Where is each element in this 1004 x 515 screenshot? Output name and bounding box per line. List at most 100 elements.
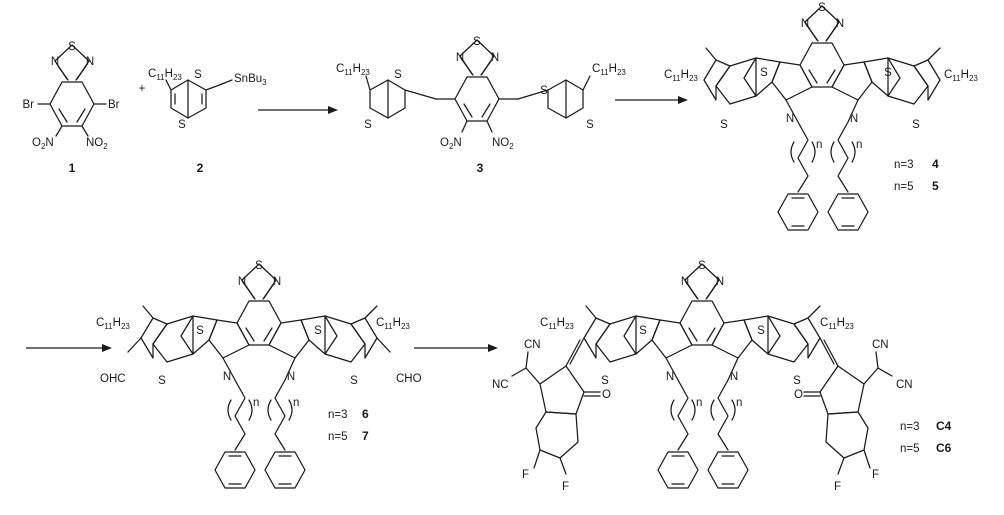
compound-c4-f-left-1-label: F (522, 469, 529, 481)
compound-6-s-thiadiazole-label: S (255, 260, 263, 272)
compound-c4-o-right-label: O (794, 389, 803, 401)
compound-6-alkyl-left-label: C11H23 (96, 317, 130, 331)
compound-6-s3-label: S (158, 375, 166, 387)
compound-6-n-value: n=3 (328, 409, 348, 421)
compound-4-n-subscript-left: n (816, 139, 822, 151)
compound-6-s2-label: S (314, 325, 322, 337)
compound-c6-n-value: n=5 (900, 443, 920, 455)
compound-2-s-top-label: S (194, 69, 202, 81)
compound-6-7-structure (127, 263, 391, 489)
compound-6-n-right-thiadiazole-label: N (273, 276, 281, 288)
compound-2-s-bottom-label: S (178, 119, 186, 131)
compound-4-s3-label: S (720, 119, 728, 131)
compound-3-s-thiadiazole-label: S (473, 36, 481, 48)
compound-4-n-subscript-right: n (856, 139, 862, 151)
compound-c4-n-value: n=3 (900, 421, 920, 433)
compound-1-br-left-label: Br (23, 99, 35, 111)
reaction-arrow-3-head (102, 344, 112, 352)
compound-4-s-thiadiazole-label: S (818, 2, 826, 14)
compound-4-alkyl-left-label: C11H23 (664, 69, 698, 83)
compound-c4-s1-label: S (639, 325, 647, 337)
compound-c4-s2-label: S (757, 325, 765, 337)
plus-sign: + (139, 83, 146, 95)
compound-c4-f-right-2-label: F (834, 481, 841, 493)
compound-7-number: 7 (362, 429, 369, 443)
compound-c4-f-left-2-label: F (562, 481, 569, 493)
reaction-arrow-2-head (678, 96, 688, 104)
compound-6-s4-label: S (350, 375, 358, 387)
compound-4-n-pyrrole-left-label: N (786, 113, 794, 125)
compound-3-no2-label: NO2 (492, 137, 514, 151)
compound-c4-n-right-thiadiazole-label: N (716, 276, 724, 288)
compound-6-n-subscript-right: n (293, 397, 299, 409)
compound-6-n-pyrrole-left-label: N (223, 371, 231, 383)
compound-6-n-subscript-left: n (253, 397, 259, 409)
compound-c4-s3-label: S (601, 375, 609, 387)
compound-6-n-left-thiadiazole-label: N (238, 276, 246, 288)
compound-3-alkyl-left-label: C11H23 (336, 63, 370, 77)
compound-6-s1-label: S (196, 325, 204, 337)
compound-4-number: 4 (932, 157, 939, 171)
compound-7-n-value: n=5 (328, 431, 348, 443)
compound-c4-s4-label: S (793, 375, 801, 387)
compound-4-s4-label: S (912, 119, 920, 131)
compound-3-number: 3 (477, 161, 484, 175)
compound-1-number: 1 (69, 161, 76, 175)
reaction-arrow-4-head (488, 344, 498, 352)
compound-3-s-right-top-label: S (540, 85, 548, 97)
compound-4-n-right-thiadiazole-label: N (836, 18, 844, 30)
compound-1-no2-label: NO2 (86, 137, 108, 151)
compound-6-n-pyrrole-right-label: N (287, 371, 295, 383)
reaction-arrow-1-head (328, 106, 338, 114)
compound-c4-alkyl-right-label: C11H23 (820, 317, 854, 331)
compound-1-n-left-label: N (51, 56, 59, 68)
compound-2-stannyl-label: SnBu3 (234, 73, 267, 87)
compound-3-n-left-label: N (456, 52, 464, 64)
compound-c4-nc-left-label: NC (492, 379, 509, 391)
compound-c4-o-left-label: O (602, 389, 611, 401)
compound-4-n-value: n=3 (894, 159, 914, 171)
compound-c4-cn-right-top-label: CN (872, 339, 889, 351)
compound-4-alkyl-right-label: C11H23 (944, 69, 978, 83)
compound-4-n-left-thiadiazole-label: N (801, 18, 809, 30)
compound-c6-number: C6 (936, 441, 952, 455)
compound-3-o2n-label: O2N (440, 137, 462, 151)
compound-3-s-right-bottom-label: S (586, 119, 594, 131)
compound-2-alkyl-label: C11H23 (148, 68, 182, 82)
compound-c4-n-subscript-left: n (696, 397, 702, 409)
compound-c4-n-pyrrole-left-label: N (666, 371, 674, 383)
compound-c4-c6-structure (511, 263, 893, 489)
compound-6-ohc-label: OHC (100, 373, 126, 385)
compound-2-number: 2 (197, 161, 204, 175)
compound-c4-alkyl-left-label: C11H23 (540, 317, 574, 331)
compound-c4-n-subscript-right: n (736, 397, 742, 409)
compound-5-number: 5 (932, 179, 939, 193)
compound-c4-n-left-thiadiazole-label: N (681, 276, 689, 288)
compound-4-s2-label: S (884, 67, 892, 79)
compound-4-n-pyrrole-right-label: N (850, 113, 858, 125)
compound-c4-n-pyrrole-right-label: N (730, 371, 738, 383)
compound-6-number: 6 (362, 407, 369, 421)
compound-1-o2n-label: O2N (32, 137, 54, 151)
compound-c4-f-right-1-label: F (872, 469, 879, 481)
compound-1-n-right-label: N (86, 56, 94, 68)
compound-2-structure (165, 79, 233, 119)
compound-c4-cn-right-label: CN (896, 379, 913, 391)
compound-4-s1-label: S (760, 67, 768, 79)
compound-1-s-label: S (68, 41, 76, 53)
compound-4-5-structure (703, 5, 941, 231)
compound-1-br-right-label: Br (108, 99, 120, 111)
compound-3-n-right-label: N (491, 52, 499, 64)
compound-c4-s-thiadiazole-label: S (698, 260, 706, 272)
compound-3-alkyl-right-label: C11H23 (592, 63, 626, 77)
compound-6-alkyl-right-label: C11H23 (376, 317, 410, 331)
compound-c4-number: C4 (936, 419, 952, 433)
compound-3-s-left-bottom-label: S (364, 119, 372, 131)
compound-1-structure (37, 44, 107, 137)
compound-5-n-value: n=5 (894, 181, 914, 193)
compound-3-structure (365, 39, 591, 133)
compound-c4-cn-left-top-label: CN (524, 339, 541, 351)
compound-6-cho-label: CHO (396, 373, 422, 385)
compound-3-s-left-top-label: S (394, 69, 402, 81)
